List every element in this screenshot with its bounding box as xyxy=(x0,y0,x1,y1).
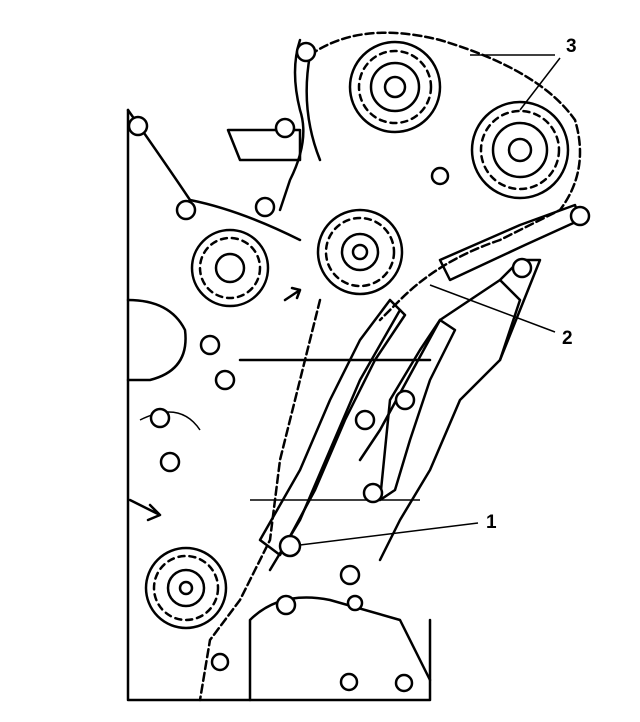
intake-cam-sprocket xyxy=(470,100,570,200)
chain-guide-right xyxy=(378,318,457,502)
balance-shaft-sprocket xyxy=(190,228,270,308)
rotation-arrows xyxy=(128,286,302,522)
leader-lines xyxy=(299,54,561,546)
callout-1: 1 xyxy=(486,512,497,533)
callout-2: 2 xyxy=(562,328,573,349)
engine-block-outline xyxy=(126,38,542,702)
intermediate-sprocket xyxy=(316,208,404,296)
chain-guide-left xyxy=(258,298,407,557)
callout-3: 3 xyxy=(566,36,577,57)
crankshaft-sprocket xyxy=(144,546,228,630)
exhaust-cam-sprocket xyxy=(348,40,442,134)
bolt-heads xyxy=(127,41,591,693)
